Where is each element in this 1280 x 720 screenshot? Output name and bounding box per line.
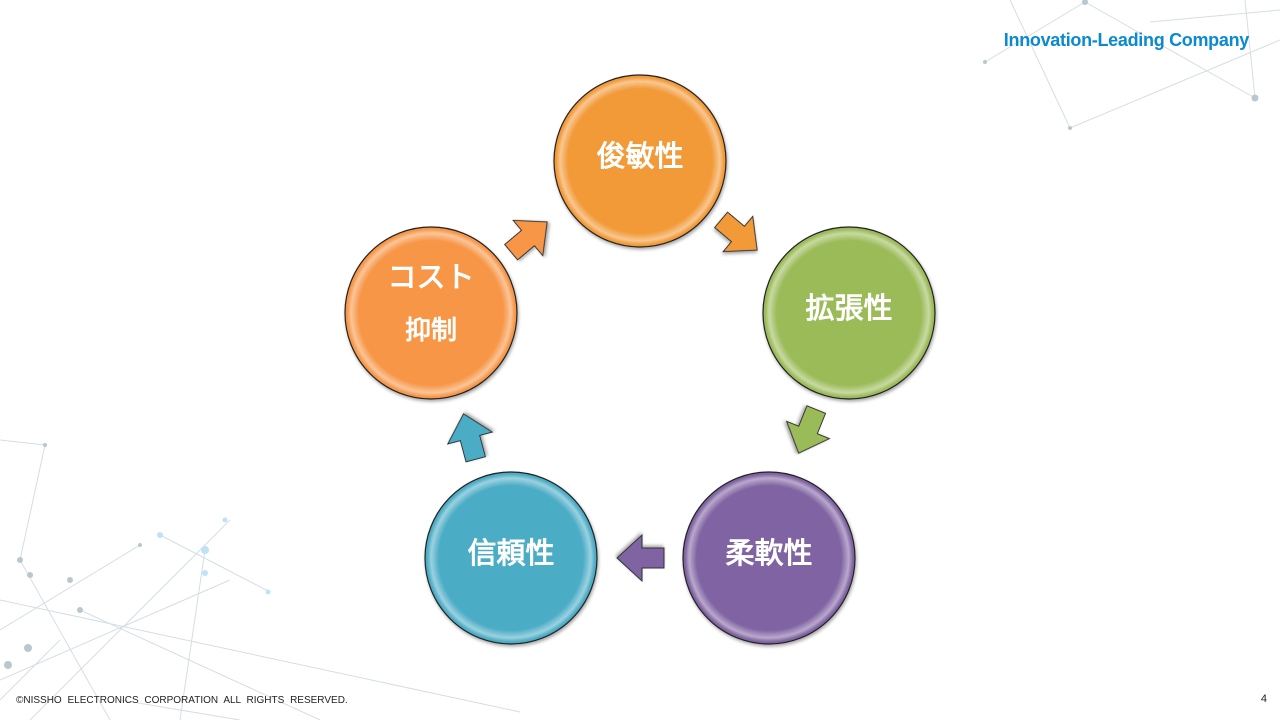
node-circle-scalability	[762, 226, 936, 400]
node-label-agility: 俊敏性	[596, 139, 684, 173]
node-circle-reliability	[424, 471, 598, 645]
node-label-cost-reduction: コスト 抑制	[345, 249, 517, 356]
node-circle-agility	[553, 74, 727, 248]
node-label-cost-line1: コスト	[387, 260, 475, 294]
node-circle-flexibility	[682, 471, 856, 645]
node-label-scalability: 拡張性	[805, 291, 893, 325]
cycle-arrow-1	[714, 211, 758, 253]
node-label-reliability: 信頼性	[467, 536, 555, 570]
copyright-footer: ©NISSHO ELECTRONICS CORPORATION ALL RIGH…	[16, 695, 348, 706]
company-tagline: Innovation-Leading Company	[1003, 30, 1250, 50]
cycle-arrow-4	[446, 413, 494, 463]
cycle-arrow-5	[504, 219, 548, 261]
node-circle-cost-reduction	[344, 226, 518, 400]
page-number: 4	[1260, 693, 1267, 705]
node-label-cost-line2: 抑制	[404, 315, 457, 346]
cycle-arrow-2	[785, 405, 831, 454]
cycle-arrow-3	[616, 533, 665, 583]
node-label-flexibility: 柔軟性	[725, 536, 813, 570]
